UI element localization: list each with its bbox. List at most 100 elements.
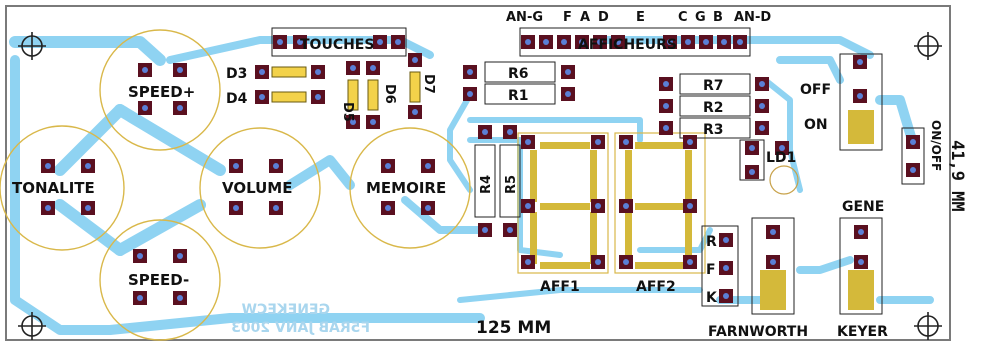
pad-hole (543, 39, 549, 45)
r5-body (499, 144, 521, 218)
trace-onoff (875, 95, 917, 145)
trace-left-edge (10, 55, 115, 335)
label-pin-g: G (695, 10, 706, 25)
pad-hole (579, 39, 585, 45)
pad-hole (597, 39, 603, 45)
pad-hole (663, 103, 669, 109)
label-pin-an-d: AN-D (734, 10, 771, 25)
label-aff1: AFF1 (540, 279, 580, 295)
on-off-switch (839, 53, 883, 151)
button-outline-speed-minus (99, 219, 221, 341)
pad-hole (623, 139, 629, 145)
silkscreen: SPEED+ TONALITE VOLUME MEMOIRE SPEED- TO… (12, 10, 967, 340)
trace-memo-down (401, 196, 484, 234)
on-off-fill (848, 110, 874, 144)
pad-hole (857, 59, 863, 65)
label-switch-r: R (706, 234, 717, 250)
touches-header (271, 27, 407, 57)
aff2-segments (625, 142, 692, 269)
pad-hole (85, 205, 91, 211)
pad-hole (277, 39, 283, 45)
mounting-hole-br (914, 312, 942, 340)
label-d5: D5 (340, 102, 355, 122)
label-gene: GENE (842, 199, 884, 215)
pad-hole (377, 39, 383, 45)
label-r2: R2 (703, 100, 724, 116)
label-d6: D6 (382, 84, 397, 104)
d4-body (271, 91, 307, 103)
d7-body (409, 71, 421, 103)
pad-hole (177, 295, 183, 301)
label-ld1: LD1 (766, 150, 796, 166)
label-off: OFF (800, 82, 831, 98)
label-afficheurs: AFFICHEURS (578, 37, 677, 53)
pad-hole (721, 39, 727, 45)
pad-hole (687, 139, 693, 145)
trace-top-right (596, 36, 874, 59)
pad-hole (759, 81, 765, 87)
d6-body (367, 79, 379, 111)
label-speed-plus: SPEED+ (128, 83, 195, 101)
pad-hole (142, 67, 148, 73)
trace-speed-tonal (54, 104, 126, 176)
board-outline (5, 5, 951, 341)
trace-r7-run (762, 77, 803, 193)
pad-hole (412, 57, 418, 63)
pad-hole (565, 91, 571, 97)
label-tonalite: TONALITE (12, 179, 95, 197)
label-r6: R6 (508, 66, 529, 82)
trace-lower-join (457, 287, 703, 303)
trace-tonal-speedm (54, 199, 126, 256)
label-d7: D7 (421, 74, 436, 94)
pad-hole (259, 69, 265, 75)
label-pin-a: A (580, 10, 590, 25)
r6-body (484, 61, 556, 83)
label-r3: R3 (703, 122, 724, 138)
pad-hole (687, 259, 693, 265)
pad-hole (370, 65, 376, 71)
farnworth-fill (760, 270, 786, 310)
pad-hole (663, 125, 669, 131)
pad-hole (177, 67, 183, 73)
pad-hole (749, 145, 755, 151)
pad-hole (857, 93, 863, 99)
pad-hole (770, 229, 776, 235)
pad-hole (595, 203, 601, 209)
label-on: ON (804, 117, 828, 133)
trace-volume-memo (285, 155, 355, 190)
label-farnworth: FARNWORTH (708, 324, 808, 340)
pad-hole (507, 227, 513, 233)
pads (41, 35, 920, 305)
mounting-hole-bl (18, 312, 46, 340)
mirror-line1: GENEKECW (242, 302, 330, 318)
pad-hole (370, 119, 376, 125)
label-pin-e: E (636, 10, 645, 25)
pad-hole (595, 139, 601, 145)
pad-hole (759, 125, 765, 131)
pad-hole (467, 69, 473, 75)
pad-hole (137, 253, 143, 259)
pad-hole (525, 203, 531, 209)
pad-hole (770, 259, 776, 265)
aff1-outline (517, 132, 609, 274)
pad-hole (85, 163, 91, 169)
pad-hole (561, 39, 567, 45)
pad-hole (137, 295, 143, 301)
aff1-segments (530, 142, 597, 269)
label-pin-d: D (598, 10, 609, 25)
pad-hole (595, 259, 601, 265)
pad-hole (395, 39, 401, 45)
trace-top-left (9, 36, 166, 66)
trace-center-cross (114, 104, 226, 256)
pad-hole (687, 203, 693, 209)
pad-hole (858, 229, 864, 235)
pad-hole (425, 163, 431, 169)
pad-hole (177, 253, 183, 259)
label-switch-f: F (706, 262, 716, 278)
label-speed-minus: SPEED- (128, 271, 189, 289)
pad-hole (565, 69, 571, 75)
trace-aff-mid (467, 137, 563, 258)
pad-hole (315, 69, 321, 75)
